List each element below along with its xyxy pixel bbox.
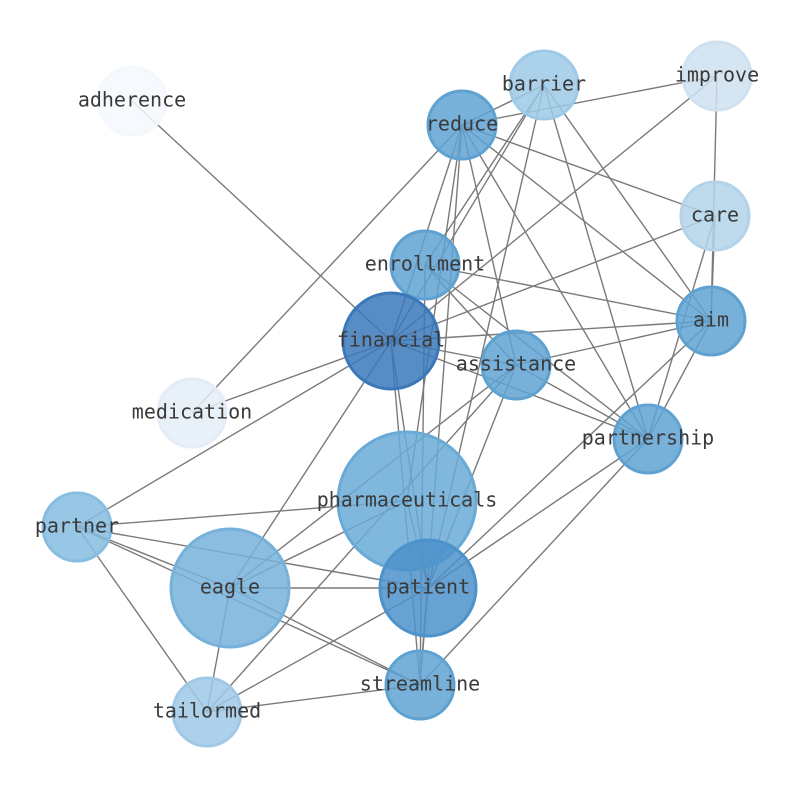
node-label-streamline: streamline bbox=[360, 672, 480, 696]
node-assistance bbox=[480, 329, 552, 401]
node-label-pharmaceuticals: pharmaceuticals bbox=[317, 488, 498, 512]
edge-adherence-financial bbox=[131, 100, 392, 342]
node-financial bbox=[341, 291, 441, 391]
node-tailormed bbox=[171, 676, 243, 748]
edge-partner-tailormed bbox=[76, 526, 208, 713]
node-partnership bbox=[612, 403, 684, 475]
edge-reduce-assistance bbox=[461, 124, 517, 366]
node-aim bbox=[675, 285, 747, 357]
edge-improve-financial bbox=[390, 75, 718, 342]
nodes-layer bbox=[41, 40, 753, 748]
node-label-medication: medication bbox=[132, 400, 252, 424]
node-label-partner: partner bbox=[35, 514, 119, 538]
edge-streamline-tailormed bbox=[206, 684, 421, 713]
node-label-patient: patient bbox=[386, 575, 470, 599]
node-enrollment bbox=[389, 229, 461, 301]
node-label-care: care bbox=[691, 203, 739, 227]
edge-financial-aim bbox=[390, 320, 712, 342]
node-label-improve: improve bbox=[675, 63, 759, 87]
edge-enrollment-aim bbox=[424, 264, 712, 322]
node-label-adherence: adherence bbox=[78, 88, 186, 112]
node-label-aim: aim bbox=[693, 308, 729, 332]
node-label-reduce: reduce bbox=[426, 112, 498, 136]
node-patient bbox=[378, 538, 478, 638]
node-label-barrier: barrier bbox=[502, 72, 586, 96]
node-adherence bbox=[96, 65, 168, 137]
node-label-eagle: eagle bbox=[200, 575, 260, 599]
node-medication bbox=[156, 377, 228, 449]
edge-reduce-partnership bbox=[461, 124, 649, 440]
edge-partnership-streamline bbox=[419, 438, 649, 686]
edge-financial-partner bbox=[76, 340, 392, 528]
edge-reduce-aim bbox=[461, 124, 712, 322]
node-partner bbox=[41, 491, 113, 563]
node-label-enrollment: enrollment bbox=[365, 252, 485, 276]
node-label-tailormed: tailormed bbox=[153, 699, 261, 723]
node-streamline bbox=[384, 649, 456, 721]
node-eagle bbox=[169, 527, 291, 649]
edge-reduce-care bbox=[461, 124, 716, 217]
node-label-financial: financial bbox=[337, 328, 445, 352]
node-barrier bbox=[508, 49, 580, 121]
node-label-assistance: assistance bbox=[456, 352, 576, 376]
edge-aim-patient bbox=[427, 320, 712, 589]
edge-improve-reduce bbox=[461, 75, 718, 126]
edge-barrier-enrollment bbox=[424, 84, 545, 266]
node-label-partnership: partnership bbox=[582, 426, 714, 450]
node-reduce bbox=[426, 89, 498, 161]
node-care bbox=[679, 180, 751, 252]
edge-reduce-medication bbox=[191, 124, 463, 414]
node-improve bbox=[681, 40, 753, 112]
edge-barrier-aim bbox=[543, 84, 712, 322]
labels-layer: adherence barrier improve reduce care enrollm… bbox=[35, 63, 759, 723]
edge-care-financial bbox=[390, 215, 716, 342]
